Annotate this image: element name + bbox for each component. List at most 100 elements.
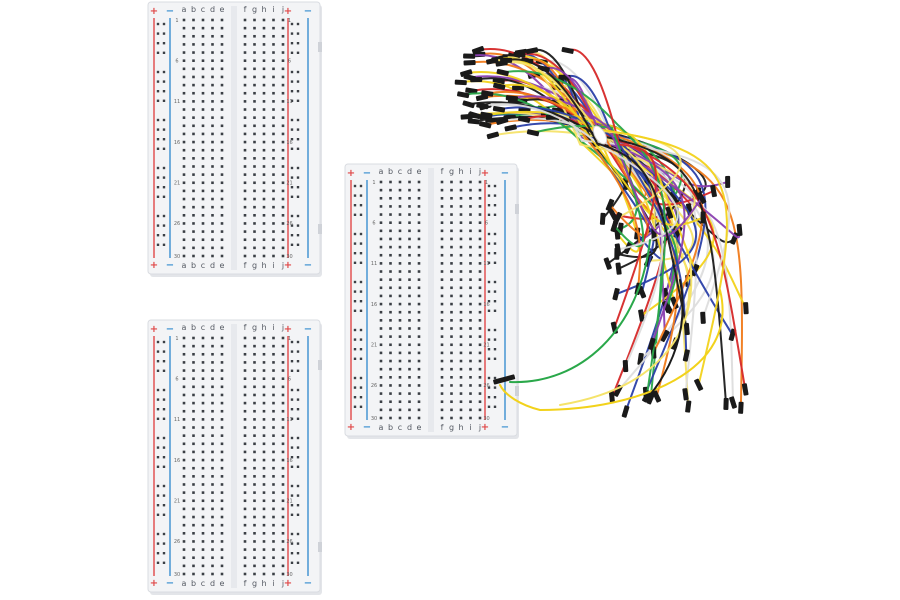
hole [440,278,444,281]
hole [201,458,205,462]
hole [450,221,453,224]
hole [408,286,411,290]
hole [182,67,186,71]
rail-hole [156,532,160,536]
hole [182,197,186,201]
wire-connector [504,124,517,132]
hole [243,418,247,421]
hole [440,237,444,241]
wire-connector [471,45,485,55]
hole [398,294,402,298]
hole [211,442,214,446]
hole [398,213,402,216]
rail-hole [487,348,491,351]
wire-connector [669,191,679,204]
hole [389,335,392,338]
hole [272,51,275,54]
hole [398,359,402,363]
hole [272,132,275,136]
hole [262,197,266,201]
rail-hole [359,348,363,351]
hole [440,302,444,306]
row-number: 1 [175,18,178,24]
hole [253,401,256,405]
rail-hole [296,369,300,372]
column-label: i [469,423,471,432]
hole [440,416,444,420]
hole [450,351,453,355]
hole [281,344,285,348]
hole [192,491,195,494]
hole [211,43,214,46]
hole [408,245,411,249]
hole [450,294,453,298]
hole [459,400,463,404]
rail-hole [296,542,300,545]
rail-hole [156,234,160,237]
hole [211,214,214,217]
column-label: g [252,5,257,14]
hole [243,442,247,446]
hole [459,327,463,330]
wire-connector [661,300,671,314]
hole [440,310,444,314]
rail-hole [290,542,294,545]
rail-minus-label: − [304,578,312,589]
hole [220,483,224,486]
hole [182,18,186,22]
hole [450,384,453,387]
rail-hole [353,405,357,408]
rail-hole [156,456,160,459]
hole [220,385,224,389]
row-number: 1 [372,180,375,186]
hole [192,523,195,527]
column-label: h [261,579,266,588]
hole [408,351,411,355]
rail-hole [353,348,357,351]
hole [379,392,383,395]
rail-hole [487,386,491,389]
hole [272,426,275,429]
rail-hole [162,513,166,516]
hole [211,450,214,454]
wire-connector [741,383,749,396]
hole [398,229,402,233]
row-number: 11 [174,417,180,423]
hole [398,343,402,347]
hole [469,229,472,233]
rail-hole [162,90,166,93]
rail-hole [156,484,160,488]
rail-hole [162,147,166,150]
hole [182,108,186,111]
hole [272,532,275,535]
hole [272,75,275,79]
rail-hole [156,22,160,26]
hole [220,75,224,79]
hole [408,180,411,184]
wire-connector [492,105,506,113]
rail-hole [156,417,160,420]
hole [243,458,247,462]
wire-connector [638,309,645,322]
hole [262,483,266,486]
rail-hole [353,232,357,236]
wire-connector [500,57,513,63]
hole [220,189,224,193]
hole [450,229,453,233]
hole [253,426,256,429]
hole [478,343,482,347]
hole [253,409,256,413]
hole [281,434,285,437]
hole [262,18,266,22]
hole [201,442,205,446]
hole [469,188,472,192]
hole [253,173,256,176]
hole [398,319,402,322]
hole [281,116,285,119]
rail-hole [156,214,160,218]
rail-hole [487,396,491,399]
hole [281,475,285,478]
hole [253,43,256,46]
hole [417,408,421,412]
hole [450,286,453,290]
